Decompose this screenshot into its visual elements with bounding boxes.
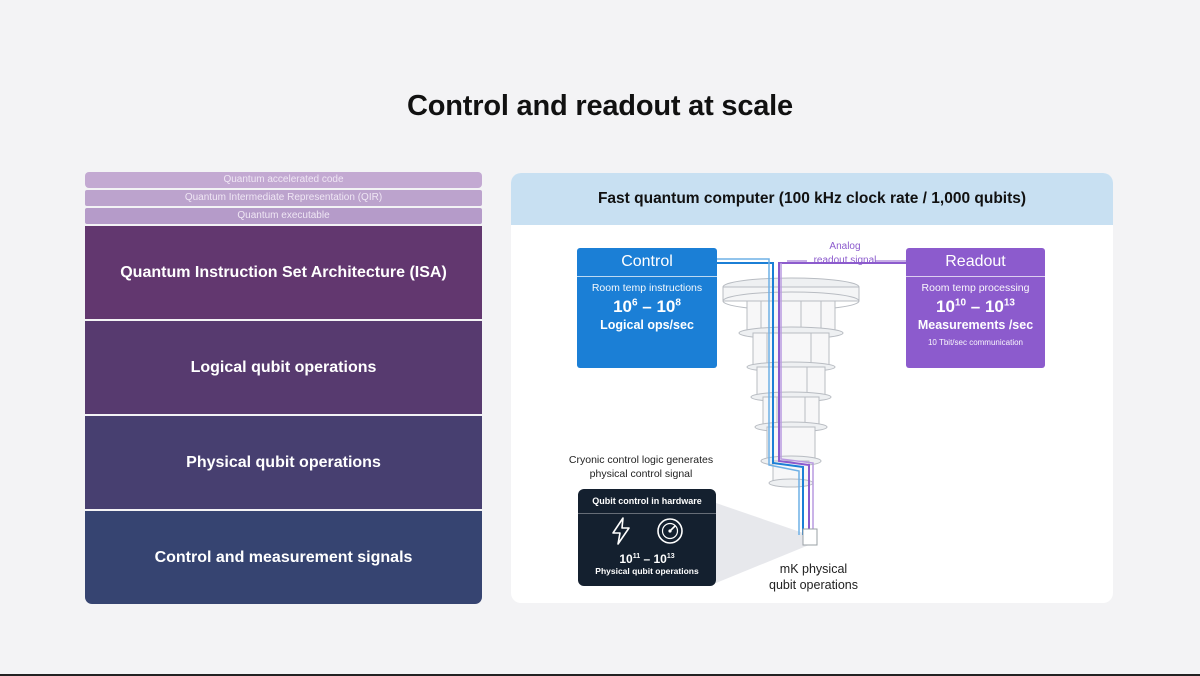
control-unit: Logical ops/sec xyxy=(600,318,694,332)
cryonic-control-label: Cryonic control logic generates physical… xyxy=(553,453,729,481)
control-box: Control Room temp instructions 106 – 108… xyxy=(577,248,717,368)
control-range: 106 – 108 xyxy=(613,297,681,316)
page-title: Control and readout at scale xyxy=(407,90,793,122)
qubit-control-hardware-box: Qubit control in hardware 1011 – 1013 Ph… xyxy=(578,489,716,586)
layer-signals-label: Control and measurement signals xyxy=(154,548,413,566)
hardware-icons xyxy=(578,514,716,552)
quantum-computer-panel: Fast quantum computer (100 kHz clock rat… xyxy=(511,173,1113,603)
hardware-range: 1011 – 1013 xyxy=(619,552,675,566)
layer-logical-label: Logical qubit operations xyxy=(190,358,377,376)
hardware-unit: Physical qubit operations xyxy=(595,566,699,576)
control-signal-line xyxy=(717,262,804,535)
control-title: Control xyxy=(577,248,717,277)
readout-signal-line xyxy=(778,262,906,535)
dilution-refrigerator-diagram xyxy=(716,258,906,583)
readout-note: 10 Tbit/sec communication xyxy=(927,338,1023,347)
lightning-icon xyxy=(610,516,632,550)
readout-unit: Measurements /sec xyxy=(917,318,1034,332)
layer-isa-label: Quantum Instruction Set Architecture (IS… xyxy=(120,263,447,281)
layer-physical-label: Physical qubit operations xyxy=(186,453,381,471)
layer-physical-qubit-operations: Physical qubit operations xyxy=(85,416,482,509)
mk-physical-label: mK physical qubit operations xyxy=(751,561,876,593)
analog-label-line1: Analog xyxy=(829,241,861,252)
layer-qir: Quantum Intermediate Representation (QIR… xyxy=(85,190,482,206)
layer-logical-qubit-operations: Logical qubit operations xyxy=(85,321,482,414)
analog-label-line2: readout signal xyxy=(813,255,877,266)
layer-quantum-accelerated-code: Quantum accelerated code xyxy=(85,172,482,188)
readout-subtitle: Room temp processing xyxy=(921,282,1030,294)
readout-signal-line-2 xyxy=(780,263,814,535)
readout-range: 1010 – 1013 xyxy=(936,297,1015,316)
projection-wedge xyxy=(716,503,809,583)
layer-quantum-executable: Quantum executable xyxy=(85,208,482,224)
panel-header: Fast quantum computer (100 kHz clock rat… xyxy=(511,173,1113,225)
control-signal-line-2 xyxy=(717,258,800,535)
fridge-illustration xyxy=(722,277,860,488)
layer-isa: Quantum Instruction Set Architecture (IS… xyxy=(85,226,482,319)
software-stack: Quantum accelerated code Quantum Interme… xyxy=(85,172,482,604)
bottom-border xyxy=(0,674,1200,676)
gauge-icon xyxy=(656,517,684,550)
mk-label-line1: mK physical xyxy=(779,562,848,576)
qubit-chip xyxy=(802,528,818,546)
hardware-header: Qubit control in hardware xyxy=(578,489,716,514)
control-subtitle: Room temp instructions xyxy=(591,282,703,294)
analog-readout-signal-label: Analog readout signal xyxy=(805,240,885,268)
layer-control-and-measurement-signals: Control and measurement signals xyxy=(85,511,482,604)
readout-title: Readout xyxy=(906,248,1045,277)
cryo-label-line1: Cryonic control logic generates xyxy=(568,454,714,466)
mk-label-line2: qubit operations xyxy=(769,578,858,592)
cryo-label-line2: physical control signal xyxy=(589,468,693,480)
readout-box: Readout Room temp processing 1010 – 1013… xyxy=(906,248,1045,368)
